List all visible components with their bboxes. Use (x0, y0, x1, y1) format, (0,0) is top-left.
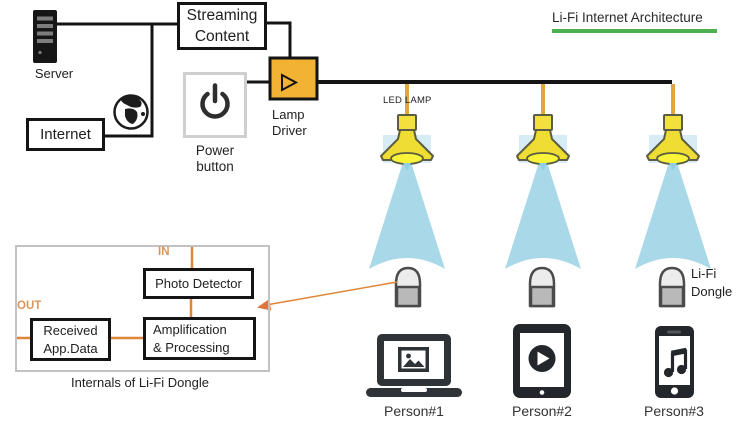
light-cone-3 (635, 159, 711, 269)
dongle-internals-box (15, 245, 270, 372)
light-cone-2 (505, 159, 581, 269)
tablet-icon (513, 324, 571, 398)
play-glyph-icon (528, 345, 556, 372)
amplification-box: Amplification & Processing (143, 317, 256, 360)
lifi-dongle-icon-2 (528, 266, 556, 308)
in-label: IN (158, 246, 170, 258)
lamp-socket (663, 114, 683, 131)
lifi-dongle-icon-3 (658, 266, 686, 308)
lamp-light-tip (539, 163, 547, 171)
page-title: Li-Fi Internet Architecture (552, 10, 703, 25)
lifi-dongle-label-line1: Li-Fi (691, 266, 717, 281)
lamp-driver-icon (268, 56, 319, 101)
lamp-light-tip (403, 163, 411, 171)
led-lamp-2 (505, 84, 581, 269)
person2-label: Person#2 (512, 403, 572, 419)
person1-label: Person#1 (384, 403, 444, 419)
received-data-label-line1: Received (43, 322, 98, 338)
photo-glyph-icon (398, 347, 429, 372)
lifi-dongle-label-line2: Dongle (691, 283, 733, 299)
lamp-driver-label: Lamp Driver (272, 107, 332, 138)
lamp-shade (380, 129, 434, 161)
power-icon (200, 83, 230, 119)
amplification-label-line2: & Processing (153, 339, 230, 355)
network-wires (57, 21, 672, 138)
smartphone-icon (655, 326, 694, 398)
title-underline (552, 29, 717, 33)
amplification-label-line1: Amplification (153, 321, 227, 337)
server-label: Server (34, 66, 74, 81)
internet-label: Internet (40, 125, 91, 143)
streaming-content-label-line1: Streaming (186, 7, 258, 24)
lamp-bulb (390, 152, 424, 165)
power-button[interactable] (183, 72, 247, 138)
led-lamp-label: LED LAMP (383, 95, 432, 106)
wire-streaming-to-driver (267, 21, 292, 60)
lamp-driver-label-line1: Lamp (272, 107, 305, 122)
lamp-shade (646, 129, 700, 161)
received-data-box: Received App.Data (30, 318, 111, 361)
power-label-line1: Power (195, 143, 235, 158)
light-cone-1 (369, 159, 445, 269)
lamp-light-tip (669, 163, 677, 171)
received-data-label-line2: App.Data (43, 340, 98, 356)
internal-wires (15, 245, 194, 340)
wire-branch-to-internet (105, 24, 154, 138)
lamp-driver-label-line2: Driver (272, 122, 307, 138)
server-icon (33, 10, 57, 63)
lamp-shade (516, 129, 570, 161)
lamp-bulb (526, 152, 560, 165)
lamp-socket (533, 114, 553, 131)
music-note-icon (663, 347, 688, 378)
out-label: OUT (17, 300, 42, 312)
dongle-pointer-arrow (257, 281, 398, 311)
amplifier-triangle-icon (281, 73, 299, 92)
photo-detector-label: Photo Detector (155, 275, 242, 291)
power-label-line2: button (196, 159, 234, 174)
lamp-socket (397, 114, 417, 131)
streaming-content-box: Streaming Content (177, 2, 267, 50)
globe-icon (113, 94, 149, 130)
lifi-dongle-icon-1 (394, 266, 422, 308)
led-lamp-3 (635, 84, 711, 269)
lifi-dongle-label: Li-Fi Dongle (691, 265, 741, 300)
internals-caption: Internals of Li-Fi Dongle (70, 375, 209, 390)
lamp-bulb (656, 152, 690, 165)
photo-detector-box: Photo Detector (143, 268, 254, 299)
led-lamp-1 (369, 84, 445, 269)
power-button-label: Power button (183, 143, 247, 175)
person3-label: Person#3 (644, 403, 704, 419)
streaming-content-label-line2: Content (194, 28, 250, 45)
internet-box: Internet (26, 118, 105, 151)
laptop-icon (366, 334, 462, 397)
